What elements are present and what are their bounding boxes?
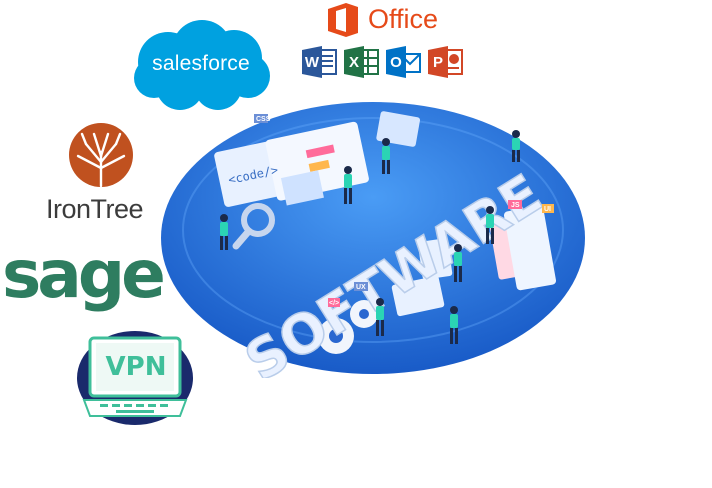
excel-app-tile: X bbox=[344, 46, 380, 78]
laptop-icon bbox=[77, 331, 193, 425]
vpn-logo: VPN bbox=[76, 330, 194, 430]
powerpoint-icon bbox=[428, 46, 463, 78]
outlook-letter: O bbox=[390, 54, 402, 71]
office-logo: Office W X O bbox=[300, 0, 475, 90]
excel-letter: X bbox=[348, 54, 359, 71]
irontree-label: IronTree bbox=[46, 194, 144, 224]
person-4 bbox=[512, 130, 520, 162]
person-1 bbox=[220, 214, 228, 250]
tag-ux: UX bbox=[356, 284, 366, 291]
code-window bbox=[214, 121, 369, 207]
excel-icon bbox=[344, 46, 379, 78]
tree-icon bbox=[69, 123, 133, 188]
vpn-label: VPN bbox=[105, 352, 167, 382]
tag-js: JS bbox=[511, 202, 520, 209]
tag-code: </> bbox=[329, 300, 339, 307]
outlook-icon bbox=[386, 46, 421, 78]
word-letter: W bbox=[304, 54, 320, 71]
sage-label: sage bbox=[2, 236, 166, 313]
salesforce-cloud-icon bbox=[134, 20, 270, 110]
right-panels bbox=[376, 111, 557, 317]
person-7 bbox=[376, 298, 384, 336]
salesforce-label: salesforce bbox=[152, 52, 250, 75]
office-title: Office bbox=[368, 4, 439, 34]
software-disc: <code/> SOFTWARE CSS UX bbox=[161, 102, 585, 394]
salesforce-logo: salesforce bbox=[128, 14, 274, 114]
person-5 bbox=[486, 206, 494, 244]
tag-ui: UI bbox=[544, 206, 551, 213]
office-icon bbox=[328, 3, 358, 37]
sage-logo: sage bbox=[2, 236, 166, 318]
person-2 bbox=[344, 166, 352, 204]
person-figures bbox=[220, 130, 520, 344]
powerpoint-letter: P bbox=[432, 54, 443, 71]
outlook-app-tile: O bbox=[386, 46, 422, 78]
irontree-logo: IronTree bbox=[40, 120, 168, 230]
software-illustration: <code/> SOFTWARE CSS UX bbox=[158, 100, 588, 394]
person-8 bbox=[450, 306, 458, 344]
word-icon bbox=[302, 46, 337, 78]
magnifier-icon bbox=[232, 203, 275, 250]
person-3 bbox=[382, 138, 390, 174]
word-app-tile: W bbox=[302, 46, 338, 78]
person-6 bbox=[454, 244, 462, 282]
powerpoint-app-tile: P bbox=[428, 46, 464, 78]
tag-css: CSS bbox=[256, 116, 271, 123]
